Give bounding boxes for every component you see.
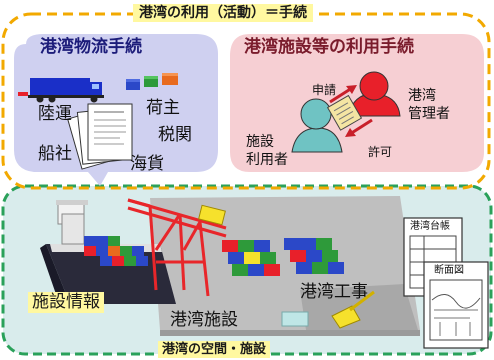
- land-transport-label: 陸運: [38, 104, 72, 124]
- shipper-label: 荷主: [146, 98, 180, 118]
- facility-info-label: 施設情報: [28, 292, 104, 313]
- container-stack-right: [284, 238, 344, 274]
- cargo-boxes-icon: [126, 73, 178, 90]
- facility-use-title: 港湾施設等の利用手続: [244, 37, 414, 57]
- container-ship: [40, 200, 176, 304]
- port-manager-figure-icon: [347, 71, 401, 117]
- container-stack-left: [222, 240, 280, 276]
- logistics-title: 港湾物流手続: [40, 37, 142, 57]
- gantry-crane: [127, 198, 227, 297]
- application-arrow: [329, 85, 357, 104]
- facility-user-label: 施設 利用者: [246, 134, 288, 168]
- application-label: 申請: [312, 83, 337, 97]
- space-facilities-frame-title: 港湾の空間・施設: [158, 341, 271, 358]
- customs-label: 税関: [158, 125, 192, 145]
- cross-section-document-icon: [423, 261, 489, 349]
- construction-block-icon: [281, 311, 309, 327]
- procedures-frame-title: 港湾の利用（活動）＝手続: [133, 4, 313, 22]
- truck-icon: [18, 78, 104, 103]
- port-ledger-label: 港湾台帳: [410, 221, 450, 232]
- permit-document-icon: [326, 94, 363, 131]
- facility-user-figure-icon: [291, 98, 343, 153]
- permission-label: 許可: [368, 145, 393, 159]
- permission-arrow: [345, 118, 373, 137]
- port-facilities-label: 港湾施設: [170, 310, 238, 330]
- crane-spreader-icon: [198, 204, 226, 226]
- construction-machine-icon: [331, 305, 361, 329]
- shipping-company-label: 船社: [38, 144, 72, 164]
- port-manager-label: 港湾 管理者: [408, 88, 450, 122]
- marine-cargo-label: 海貨: [130, 154, 164, 174]
- document-stack-icon: [67, 103, 133, 170]
- port-construction-label: 港湾工事: [300, 282, 368, 302]
- cross-section-label: 断面図: [434, 265, 464, 276]
